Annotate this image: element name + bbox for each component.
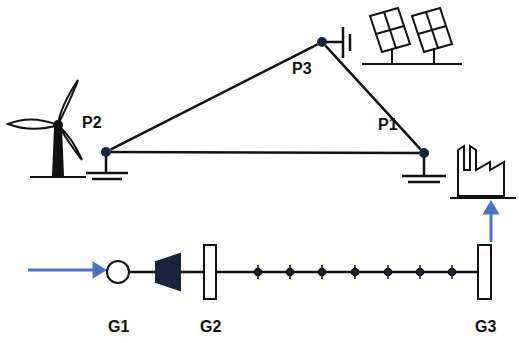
wind-turbine xyxy=(8,80,86,177)
connector-line xyxy=(110,44,317,149)
node-label: P2 xyxy=(82,114,102,132)
node-label: P3 xyxy=(292,60,312,78)
node-label: G1 xyxy=(108,318,129,336)
bus-dots xyxy=(255,265,456,279)
node-dot: P2 xyxy=(101,147,111,157)
generator-circle: G1 xyxy=(106,260,130,284)
solar-panels xyxy=(362,8,462,64)
bus-bar: G2 xyxy=(203,244,217,300)
factory xyxy=(450,146,516,198)
compressor-symbol xyxy=(156,254,180,290)
node-label: G3 xyxy=(475,318,496,336)
node-dot: P1 xyxy=(419,148,429,158)
connector-line xyxy=(325,46,420,150)
connector-line xyxy=(111,152,419,154)
node-label: G2 xyxy=(200,318,221,336)
ground-symbols xyxy=(86,27,446,182)
node-label: P1 xyxy=(378,116,398,134)
node-dot: P3 xyxy=(317,37,327,47)
bus-bar: G3 xyxy=(477,244,492,300)
flow-arrows xyxy=(28,203,497,276)
